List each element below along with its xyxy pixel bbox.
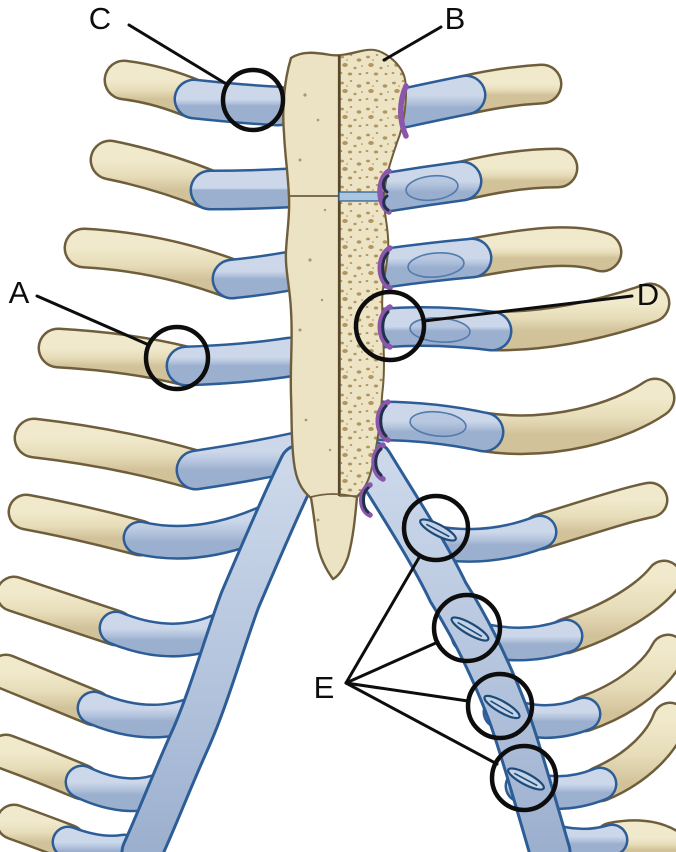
right-upper-ribs xyxy=(361,63,676,456)
label-letter-c: C xyxy=(89,1,111,36)
left-upper-ribs xyxy=(13,59,317,491)
left-costal-margin xyxy=(0,443,322,852)
leader-line-e3 xyxy=(344,681,470,703)
rib-1-right xyxy=(383,63,563,129)
rib-2-left xyxy=(89,139,309,211)
circle-label-e4 xyxy=(489,743,559,813)
label-letter-b: B xyxy=(445,1,466,36)
circle-label-e1 xyxy=(401,493,471,563)
leader-line-b xyxy=(382,25,443,62)
rib-3-left xyxy=(63,227,311,300)
rib-6-joint-rim xyxy=(371,442,386,482)
label-letter-a: A xyxy=(9,275,30,310)
right-costal-margin xyxy=(350,440,676,852)
rib-5-right xyxy=(361,377,676,456)
circle-label-c xyxy=(220,67,286,133)
leader-line-e2 xyxy=(344,640,440,685)
circle-label-d xyxy=(353,289,427,363)
annotations: A B C D E xyxy=(9,1,659,813)
rib-4-joint-rim xyxy=(377,304,393,350)
manubriosternal-fibrocartilage xyxy=(338,191,384,202)
rib-1-joint-rim xyxy=(398,83,409,139)
sternocostal-joint-rims xyxy=(359,83,409,518)
leader-line-a xyxy=(35,294,151,347)
bone-speckles xyxy=(298,93,332,522)
interchondral-joint-slit xyxy=(419,518,457,542)
rib-2-joint-rim xyxy=(377,168,392,215)
xiphisternal-joint-line xyxy=(310,493,357,498)
interchondral-joint-slit xyxy=(450,616,490,642)
leader-line-d xyxy=(422,294,634,323)
interchondral-joint-slit xyxy=(507,767,545,791)
sternum xyxy=(282,48,407,581)
leader-line-e4 xyxy=(344,681,499,766)
rib-1-left xyxy=(103,59,299,127)
sternum-cut-section xyxy=(339,49,407,497)
rib-4-left xyxy=(37,327,311,387)
rib-5-left xyxy=(13,417,317,491)
rib-3-right xyxy=(365,226,623,289)
rib-5-joint-rim xyxy=(375,399,391,443)
leader-line-e1 xyxy=(344,554,422,685)
rib-2-right xyxy=(367,147,579,213)
label-letter-d: D xyxy=(637,277,659,312)
rib-3-joint-rim xyxy=(377,245,393,291)
interchondral-joint-slit xyxy=(483,694,521,720)
circle-label-e2 xyxy=(431,592,503,664)
label-letter-e: E xyxy=(314,670,335,705)
costal-cartilage-fill xyxy=(176,81,296,124)
cartilage-surface xyxy=(405,174,459,202)
leader-line-c xyxy=(127,23,230,87)
circle-label-e3 xyxy=(465,671,535,741)
circle-label-a xyxy=(143,324,211,392)
rib-7-joint-rim xyxy=(359,482,373,518)
